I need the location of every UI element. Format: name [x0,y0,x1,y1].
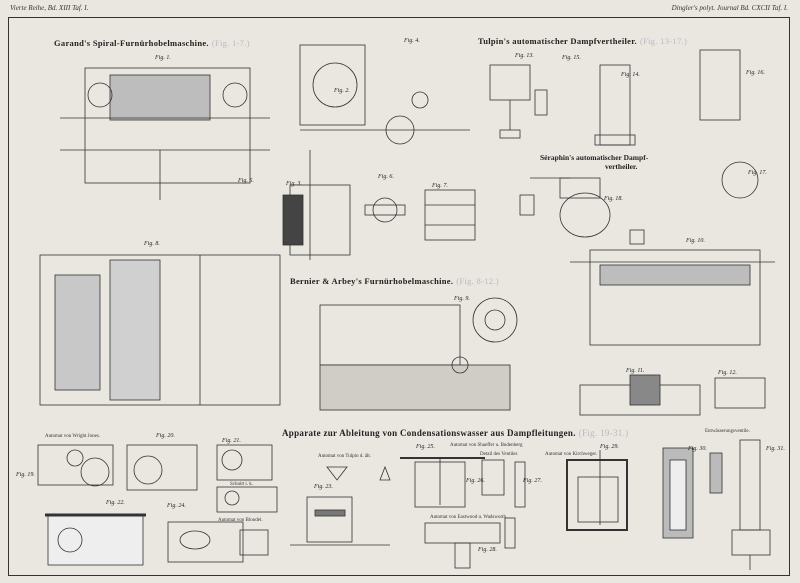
plate-header-right: Dingler's polyt. Journal Bd. CXCII Taf. … [671,4,788,12]
fig-label-8: Fig. 8. [144,241,160,247]
drawing-fig-28 [424,517,516,569]
drawing-fig-3 [282,150,351,260]
drawing-fig-11 [579,374,701,416]
caption-shaeffer: Automat von Shaeffer u. Budenberg [450,443,523,448]
fig-label-4: Fig. 4. [404,38,420,44]
drawing-fig-21 [216,444,278,513]
caption-schnitt: Schnitt i. k. [230,482,254,487]
drawing-tulpin [489,49,759,199]
caption-ventil-detail: Detail des Ventiles [480,452,518,457]
fig-label-6: Fig. 6. [378,174,394,180]
fig-label-30: Fig. 30. [688,446,707,452]
fig-label-3: Fig. 3. [286,181,302,187]
plate-frame [8,17,790,576]
fig-label-25: Fig. 25. [416,444,435,450]
fig-label-20: Fig. 20. [156,433,175,439]
caption-blondel: Automat von Blondel. [218,518,263,523]
drawing-fig-12 [714,377,766,409]
fig-label-22: Fig. 22. [106,500,125,506]
fig-label-31: Fig. 31. [766,446,785,452]
fig-label-5: Fig. 5. [238,178,254,184]
fig-label-18: Fig. 18. [604,196,623,202]
fig-label-16: Fig. 16. [746,70,765,76]
caption-entwaesserung: Entwässerungsventile. [705,429,750,434]
fig-label-28: Fig. 28. [478,547,497,553]
drawing-fig-31 [731,439,771,570]
fig-label-23: Fig. 23. [314,484,333,490]
drawing-fig-22 [45,513,146,566]
fig-label-17: Fig. 17. [748,170,767,176]
fig-label-21: Fig. 21. [222,438,241,444]
fig-label-11: Fig. 11. [626,368,645,374]
title-seraphin: Séraphin's automatischer Dampf-vertheile… [540,153,649,171]
fig-label-29: Fig. 29. [600,444,619,450]
fig-label-13: Fig. 13. [515,53,534,59]
fig-label-24: Fig. 24. [167,503,186,509]
fig-label-26: Fig. 26. [466,478,485,484]
drawing-fig-6 [364,197,406,223]
fig-label-1: Fig. 1. [155,55,171,61]
drawing-fig-7 [424,189,476,241]
fig-label-14: Fig. 14. [621,72,640,78]
caption-tulpin: Automat von Tulpin d. ält. [318,454,372,459]
drawing-fig-23 [290,465,391,546]
drawing-fig-8 [39,254,281,406]
drawing-fig-30 [662,447,723,539]
title-bernier-arbey: Bernier & Arbey's Furnürhobelmaschine.(F… [290,276,499,286]
drawing-fig-2 [299,44,470,145]
fig-label-19: Fig. 19. [16,472,35,478]
drawing-fig-29 [566,450,628,531]
drawing-fig-9 [319,297,518,411]
drawing-fig-10 [570,249,775,346]
fig-label-27: Fig. 27. [523,478,542,484]
plate-header-left: Vierte Reihe, Bd. XIII Taf. I. [10,4,89,12]
fig-label-7: Fig. 7. [432,183,448,189]
drawing-seraphin [519,177,645,245]
drawing-fig-1 [60,67,270,200]
title-garand: Garand's Spiral-Furnürhobelmaschine.(Fig… [54,38,250,48]
caption-eastwood: Automat von Eastwood u. Wadsworth [430,515,507,520]
title-tulpin: Tulpin's automatischer Dampfvertheiler.(… [478,36,688,46]
drawing-fig-24 [167,521,269,563]
title-condensation: Apparate zur Ableitung von Condensations… [282,428,629,438]
drawing-fig-19 [37,444,114,487]
caption-wright-jones: Automat von Wright Jones. [45,434,100,439]
caption-kirchweger: Automat von Kirchweger. [545,452,598,457]
drawing-fig-26-27 [481,459,526,508]
drawing-fig-25 [400,457,485,508]
fig-label-9: Fig. 9. [454,296,470,302]
fig-label-10: Fig. 10. [686,238,705,244]
drawing-fig-20 [126,444,198,491]
fig-label-2: Fig. 2. [334,88,350,94]
fig-label-12: Fig. 12. [718,370,737,376]
fig-label-15: Fig. 15. [562,55,581,61]
